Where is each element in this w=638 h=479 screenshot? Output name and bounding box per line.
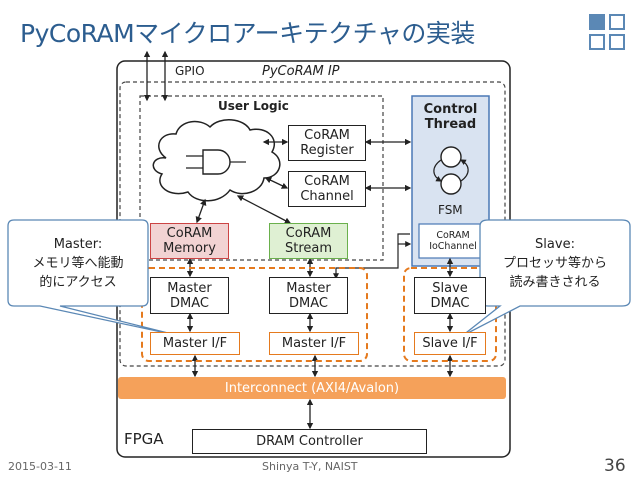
interconnect-label: Interconnect (AXI4/Avalon) — [224, 380, 400, 396]
decor-square — [609, 14, 625, 30]
dram-controller: DRAM Controller — [192, 429, 427, 454]
coram-stream-line: Stream — [284, 241, 333, 256]
coram-iochannel: CoRAM IoChannel — [419, 224, 487, 258]
slide-title: PyCoRAMマイクロアーキテクチャの実装 — [20, 19, 475, 48]
coram-stream-line: CoRAM — [285, 226, 332, 241]
callout-slave-line: 読み書きされる — [509, 274, 601, 290]
coram-register: CoRAM Register — [288, 125, 366, 161]
coram-iochannel-box — [418, 223, 488, 259]
callout-master-line: 的にアクセス — [39, 274, 117, 290]
page-number: 36 — [604, 456, 626, 476]
fsm-transition — [459, 159, 469, 182]
control-thread-line: Thread — [424, 117, 477, 132]
user-logic-frame — [139, 95, 384, 261]
slave-dmac-line: DMAC — [430, 295, 470, 311]
coram-memory: CoRAM Memory — [150, 223, 229, 259]
coram-iochannel-line: IoChannel — [429, 241, 477, 252]
slave-if: Slave I/F — [414, 332, 486, 355]
fpga-label: FPGA — [124, 430, 164, 448]
fsm-state — [440, 146, 462, 168]
master-dmac-line: Master — [167, 280, 212, 296]
coram-iochannel-line: CoRAM — [436, 230, 470, 241]
slave-dmac: Slave DMAC — [414, 277, 486, 314]
user-logic-label: User Logic — [218, 99, 289, 113]
callout-master-bubble — [7, 219, 181, 337]
coram-memory-line: CoRAM — [166, 226, 213, 241]
callout-slave-bubble — [461, 219, 631, 337]
control-thread-label: Control Thread — [412, 99, 489, 135]
master-dmac-line: Master — [286, 280, 331, 296]
gpio-label: GPIO — [175, 64, 205, 78]
master-if: Master I/F — [150, 332, 240, 355]
footer-date: 2015-03-11 — [8, 460, 72, 473]
fsm-transition — [433, 159, 443, 182]
and-gate — [202, 149, 231, 175]
callout-slave: Slave: プロセッサ等から 読み書きされる — [480, 224, 630, 302]
master-if: Master I/F — [269, 332, 359, 355]
coram-stream: CoRAM Stream — [269, 223, 348, 259]
coram-register-line: Register — [300, 143, 354, 158]
callout-master: Master: メモリ等へ能動 的にアクセス — [8, 224, 148, 302]
decor-square — [609, 34, 625, 50]
decor-square — [589, 14, 605, 30]
master-dmac: Master DMAC — [269, 277, 348, 314]
master-dmac-line: DMAC — [289, 295, 328, 311]
coram-register-line: CoRAM — [304, 128, 350, 143]
fsm-state — [440, 173, 462, 195]
pycoram-ip-label: PyCoRAM IP — [262, 64, 340, 79]
callout-master-line: メモリ等へ能動 — [32, 255, 124, 271]
callout-slave-line: Slave: — [535, 236, 575, 252]
coram-channel-line: CoRAM — [304, 174, 350, 189]
decor-square — [589, 34, 605, 50]
footer-author: Shinya T-Y, NAIST — [262, 460, 358, 473]
callout-master-line: Master: — [53, 236, 103, 252]
master-dmac-line: DMAC — [170, 295, 209, 311]
coram-channel: CoRAM Channel — [288, 171, 366, 207]
master-dmac: Master DMAC — [150, 277, 229, 314]
fsm-label: FSM — [438, 203, 463, 217]
coram-memory-line: Memory — [163, 241, 216, 256]
interconnect-bar — [118, 377, 506, 399]
callout-slave-line: プロセッサ等から — [502, 255, 607, 271]
coram-channel-line: Channel — [300, 189, 354, 204]
control-thread-line: Control — [423, 102, 478, 117]
master-group-frame — [141, 267, 368, 362]
slave-dmac-line: Slave — [432, 280, 468, 296]
